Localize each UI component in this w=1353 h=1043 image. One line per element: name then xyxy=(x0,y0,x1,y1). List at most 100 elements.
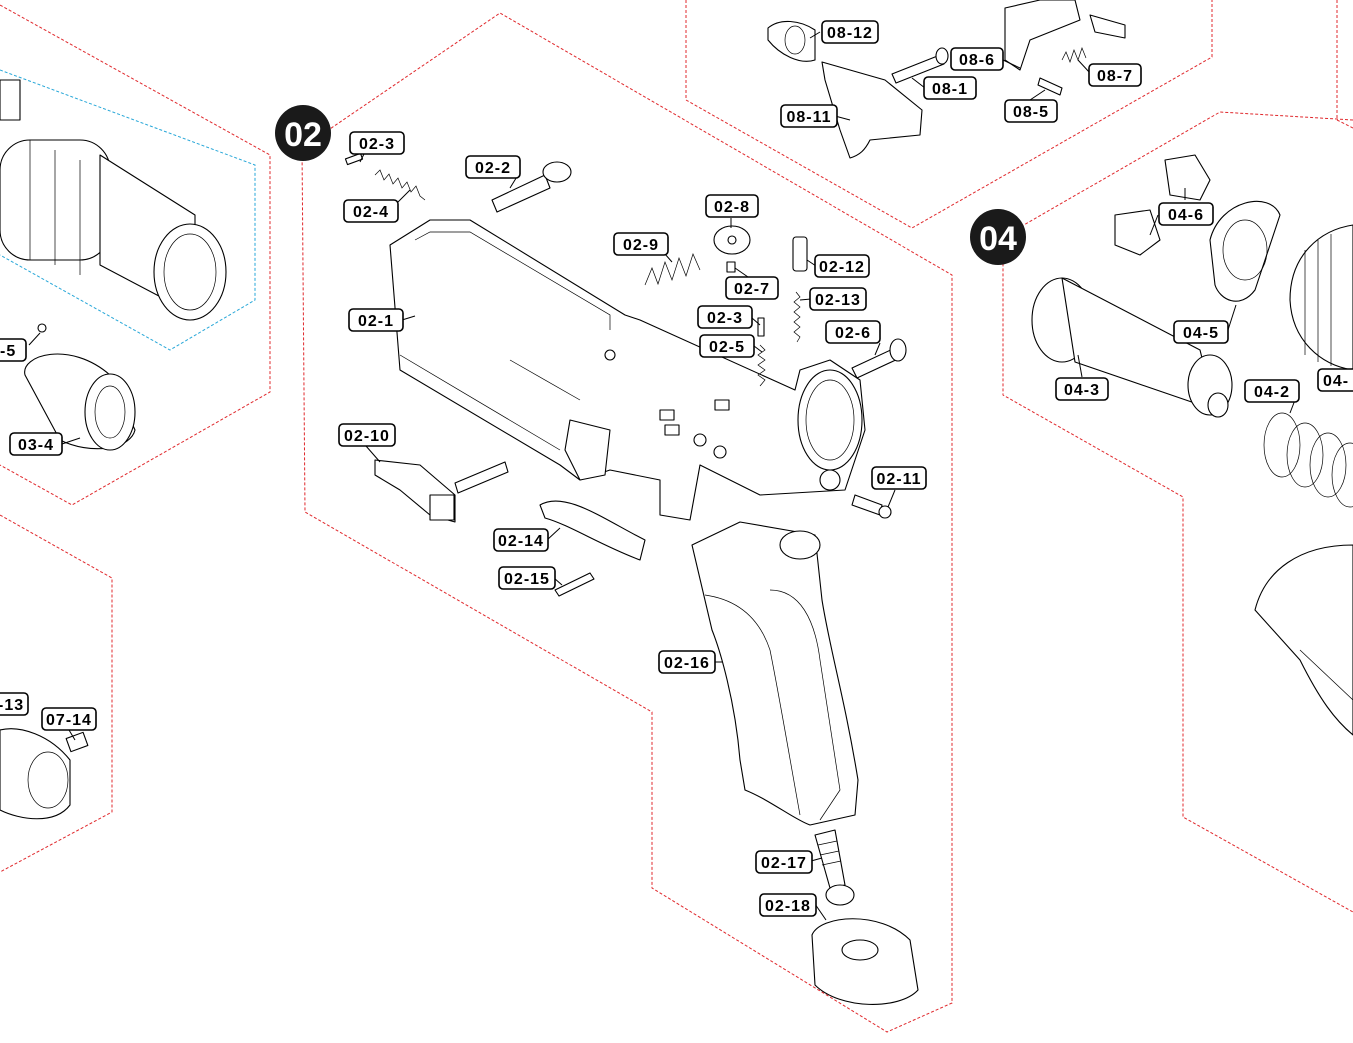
svg-text:-5: -5 xyxy=(0,343,16,360)
section-badge-04: 04 xyxy=(970,209,1026,265)
part-02-11-screw xyxy=(851,494,892,519)
label-02-3-top: 02-3 xyxy=(349,131,405,155)
label-04-cut: 04- xyxy=(1317,368,1353,392)
part-02-9-spring xyxy=(644,253,701,286)
part-02-4-spring xyxy=(374,169,426,201)
svg-text:02-10: 02-10 xyxy=(344,428,390,445)
part-08-7-spring xyxy=(1061,46,1087,64)
label-02-6: 02-6 xyxy=(825,320,881,344)
section-03-inner-border xyxy=(0,69,256,351)
part-04-receiver-extension xyxy=(1289,224,1353,371)
label-04-2: 04-2 xyxy=(1244,379,1300,403)
part-03-barrel-nut xyxy=(0,79,227,321)
section-badge-04-text: 04 xyxy=(979,220,1017,258)
label-04-5: 04-5 xyxy=(1173,320,1229,344)
label-08-11: 08-11 xyxy=(780,104,838,128)
svg-text:08-1: 08-1 xyxy=(932,81,968,98)
label-08-1: 08-1 xyxy=(923,76,977,100)
svg-text:02-5: 02-5 xyxy=(709,339,745,356)
svg-text:02-16: 02-16 xyxy=(664,655,710,672)
part-03-4-collar xyxy=(24,323,136,451)
part-02-1-lower-receiver xyxy=(389,219,866,521)
svg-text:02-1: 02-1 xyxy=(358,313,394,330)
svg-text:02-4: 02-4 xyxy=(353,204,389,221)
svg-text:02-2: 02-2 xyxy=(475,160,511,177)
label-02-13: 02-13 xyxy=(809,287,867,311)
svg-text:02-17: 02-17 xyxy=(761,855,807,872)
svg-text:02-18: 02-18 xyxy=(765,898,811,915)
label-02-11: 02-11 xyxy=(871,466,927,490)
svg-text:08-11: 08-11 xyxy=(786,109,831,126)
label-02-18: 02-18 xyxy=(759,893,817,917)
part-08-11-trigger xyxy=(821,61,923,159)
part-02-17-screw xyxy=(814,829,855,906)
label-04-6: 04-6 xyxy=(1158,202,1214,226)
part-02-16-pistol-grip xyxy=(691,521,859,826)
svg-text:04-5: 04-5 xyxy=(1183,325,1219,342)
label-02-9: 02-9 xyxy=(613,232,669,256)
part-08-5-pin xyxy=(1037,77,1063,96)
svg-text:04-2: 04-2 xyxy=(1254,384,1290,401)
label-02-2: 02-2 xyxy=(465,155,521,179)
svg-text:02-11: 02-11 xyxy=(876,471,921,488)
label-02-12: 02-12 xyxy=(814,254,870,278)
part-02-12-plunger xyxy=(792,236,808,272)
label-02-14: 02-14 xyxy=(493,528,549,552)
part-02-10-mag-catch xyxy=(374,459,509,523)
part-04-stock xyxy=(1254,544,1353,736)
label-03-5-cut: -5 xyxy=(0,338,27,362)
section-04-border xyxy=(1002,111,1353,913)
part-08-12-spring-clip xyxy=(767,20,816,62)
svg-text:02-9: 02-9 xyxy=(623,237,659,254)
label-02-7: 02-7 xyxy=(725,276,779,300)
part-04-3-buffer-tube xyxy=(1031,277,1233,418)
svg-text:08-7: 08-7 xyxy=(1097,68,1133,85)
label-08-5: 08-5 xyxy=(1004,99,1058,123)
section-badge-02-text: 02 xyxy=(284,116,322,154)
svg-text:02-8: 02-8 xyxy=(714,199,750,216)
svg-text:08-5: 08-5 xyxy=(1013,104,1049,121)
part-02-6-pin xyxy=(851,338,907,379)
svg-text:04-6: 04-6 xyxy=(1168,207,1204,224)
section-03-border xyxy=(0,4,271,506)
part-04-6-castle-nut xyxy=(1114,154,1211,256)
svg-text:-13: -13 xyxy=(0,697,24,714)
svg-text:03-4: 03-4 xyxy=(18,437,54,454)
part-02-3-detent xyxy=(344,152,364,166)
section-right-edge-border xyxy=(1336,0,1353,129)
section-07-border xyxy=(0,514,113,873)
svg-text:02-3: 02-3 xyxy=(359,136,395,153)
part-08-1-pin xyxy=(891,47,949,84)
part-02-7-screw xyxy=(726,261,736,273)
part-07-13-ring xyxy=(0,728,89,820)
label-02-8: 02-8 xyxy=(705,194,759,218)
label-04-3: 04-3 xyxy=(1055,377,1109,401)
label-02-10: 02-10 xyxy=(338,423,396,447)
svg-text:02-15: 02-15 xyxy=(504,571,550,588)
svg-text:02-14: 02-14 xyxy=(498,533,544,550)
part-02-18-base-plate xyxy=(811,918,919,1005)
svg-text:02-3: 02-3 xyxy=(707,310,743,327)
svg-text:08-12: 08-12 xyxy=(827,25,873,42)
svg-text:02-6: 02-6 xyxy=(835,325,871,342)
label-07-13-cut: -13 xyxy=(0,692,29,716)
label-02-1: 02-1 xyxy=(348,308,404,332)
part-02-2-pin xyxy=(491,161,572,213)
section-08-border xyxy=(685,0,1213,229)
part-02-14-trigger-guard xyxy=(539,500,646,561)
part-02-13-spring xyxy=(793,291,801,343)
label-02-15: 02-15 xyxy=(498,566,556,590)
svg-text:02-13: 02-13 xyxy=(815,292,861,309)
label-08-7: 08-7 xyxy=(1088,63,1142,87)
svg-text:08-6: 08-6 xyxy=(959,52,995,69)
label-08-12: 08-12 xyxy=(821,20,879,44)
svg-text:04-: 04- xyxy=(1323,373,1349,390)
svg-text:02-7: 02-7 xyxy=(734,281,770,298)
part-02-8-knob xyxy=(713,225,751,255)
svg-text:04-3: 04-3 xyxy=(1064,382,1100,399)
section-02-border xyxy=(301,12,953,1033)
part-08-6-selector xyxy=(1004,0,1126,71)
part-02-15-pin xyxy=(554,572,595,597)
